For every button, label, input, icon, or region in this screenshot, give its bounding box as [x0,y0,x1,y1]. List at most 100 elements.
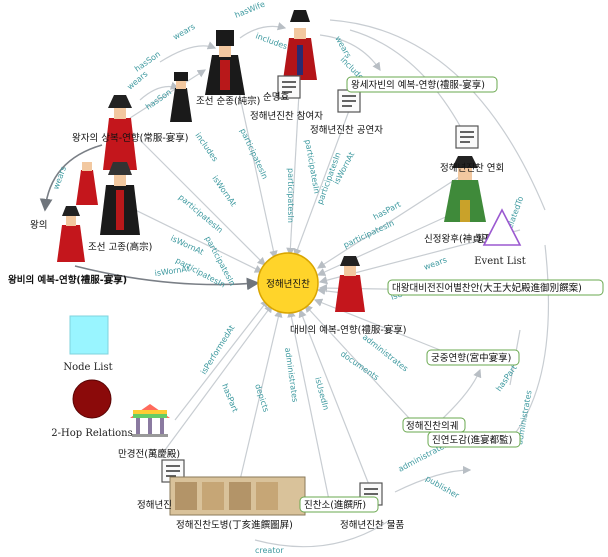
painting-image[interactable] [169,476,306,516]
edge-label: participatesIn [286,168,295,223]
node-label: 왕의 [30,220,47,231]
edge-label: publisher [424,474,461,501]
person-daebi-figure[interactable] [335,256,365,312]
edge-label: participatesIn [303,139,321,195]
edge [124,204,264,273]
edge-label: isWornAt [210,174,238,208]
edge-label: hasPart [494,363,519,393]
edge-label: includes [193,131,219,163]
person-sunjong-figure[interactable] [205,30,245,95]
edge [509,244,549,441]
edge [316,169,471,269]
doc-icon[interactable] [455,125,479,149]
legend-event-list-swatch[interactable] [482,208,522,246]
label-box [299,496,379,513]
edge-label: includes [254,31,288,51]
edge [254,519,391,548]
edge [39,144,103,212]
edge-label: hasPart [220,382,240,413]
edge-label: wears [51,165,68,190]
edge [164,304,273,451]
edge-label: participatesIn [342,218,396,249]
center-label: 정해년진찬 [266,278,310,290]
edge [239,308,283,481]
node-label: 진찬소(進饌所) [304,499,366,511]
boxed-labels: 왕세자빈의 예복-연향(禮服-宴享) 대왕대비전진어별찬안(大王大妃殿進御別饌案… [299,76,604,513]
edge [319,34,381,71]
center-circle[interactable] [257,252,319,314]
edge-label: wears [423,255,448,272]
edge-label: isWornAt [154,264,190,278]
edge [239,22,287,39]
legend-event-list-label: Event List [474,256,526,267]
node-label: 신정왕후(神貞王 [424,233,492,245]
edges [39,19,549,548]
node-label: 만경전(萬慶殿) [118,448,180,460]
edge-label: administrates [283,347,300,403]
legend: Node List 2-Hop Relations Event List [51,208,526,439]
legend-node-list-swatch[interactable] [69,315,109,355]
edge [293,107,351,258]
center-node[interactable]: 정해년진찬 [257,252,319,314]
edge-label: documents [339,349,381,382]
node-label: 정해년진찬 공연자 [310,124,383,136]
edge [286,74,301,257]
edge-label: participatesIn [177,193,225,235]
node-label: 조선 순종(純宗) [196,95,260,107]
legend-two-hop-swatch[interactable] [72,379,112,419]
edge-label: hasSon [133,50,162,74]
edge [287,308,331,506]
doc-icon[interactable] [277,75,301,99]
edge-label: depicts [253,383,271,413]
edge [329,19,546,211]
legend-node-list-label: Node List [63,362,112,373]
edge [139,139,266,266]
edge-label: isPerformedAt [199,324,236,376]
palace-icon[interactable] [130,404,170,437]
label-box [427,431,521,448]
person-small-red-figure[interactable] [76,162,98,205]
edge-label: participatesIn [238,127,269,181]
node-label: 정해진찬의궤 [406,420,458,432]
person-wangbi-figure[interactable] [57,206,85,262]
edge [159,41,217,63]
edge-label: hasPart [372,200,403,222]
node-label: 왕비의 예복-연향(禮服-宴享) [8,274,127,286]
person-small-figure[interactable] [170,72,192,122]
edge [394,465,472,493]
node-label: 대왕대비전진어별찬안(大王大妃殿進御別饌案) [392,282,582,294]
person-prince-figure[interactable] [103,95,137,170]
node-label: 정해년진찬 연회 [440,162,504,174]
node-label: 정해년진찬 참여자 [250,110,323,122]
label-box [426,349,520,366]
edge-label: isWornAt [169,234,205,257]
edge [129,69,207,119]
edge [139,81,180,101]
label-box [387,279,604,296]
node-label: 왕세자빈의 예복-연향(禮服-宴享) [351,79,485,91]
edge-label: hasSon [144,88,173,112]
edge [316,214,451,276]
edge [74,265,260,291]
node-label: 왕자의 상복-연향(常服-宴享) [72,132,188,144]
node-label: 대비의 예복-연향(禮服-宴享) [290,324,406,336]
node-label: 순명효 [263,92,289,103]
legend-two-hop-label: 2-Hop Relations [51,428,132,439]
node-label: 정해년진 [137,499,172,511]
node-label: 진연도감(進宴都監) [432,434,512,446]
node-label: 정해년진찬 물품 [340,519,404,531]
node-label: 정해진찬도병(丁亥進饌圖屛) [176,519,293,531]
person-sinjeong-figure[interactable] [444,156,486,222]
edge-label: creator [255,546,284,555]
edge [174,299,269,421]
node-label: 조선 고종(高宗) [88,241,152,253]
edge-label: wears [172,22,197,42]
person-gojong-figure[interactable] [100,162,140,235]
edge [304,304,421,431]
node-label: 궁중연향(宮中宴享) [431,352,511,364]
doc-icon[interactable] [337,89,361,113]
label-box [346,76,498,93]
person-queen-figure[interactable] [283,10,317,80]
